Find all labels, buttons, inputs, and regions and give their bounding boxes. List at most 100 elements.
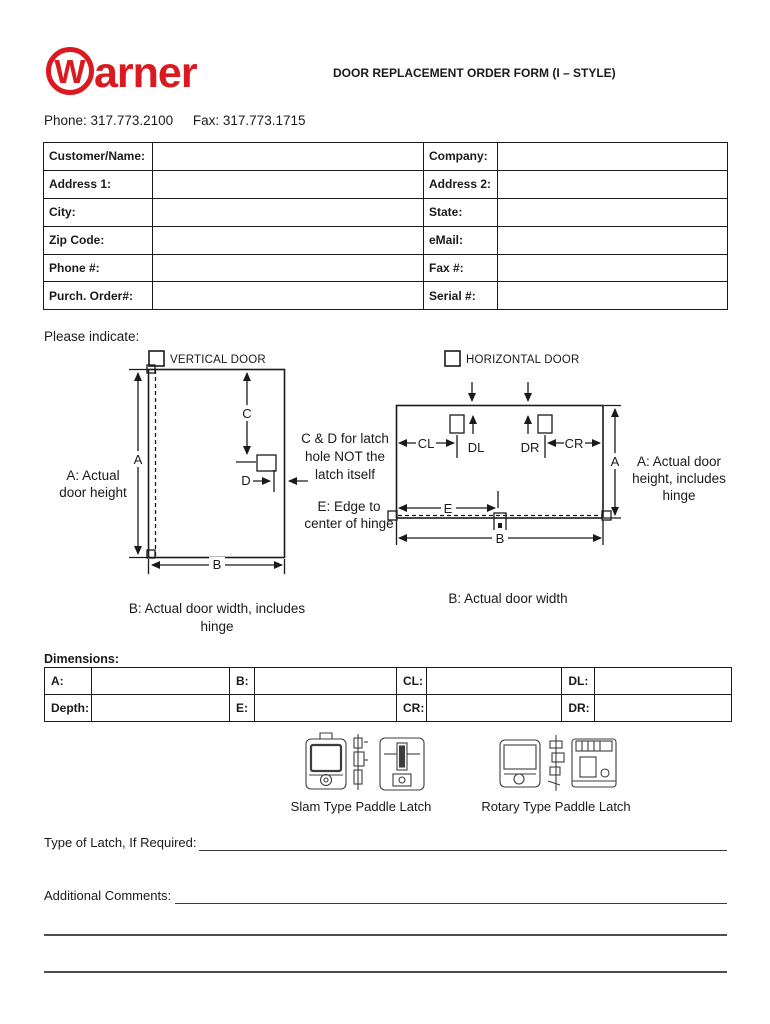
- dim-b-field[interactable]: [254, 667, 397, 695]
- dim-e-field[interactable]: [254, 694, 397, 722]
- state-field[interactable]: [497, 197, 728, 227]
- address2-label: Address 2:: [423, 169, 498, 199]
- vertical-door-diagram: VERTICAL DOOR A C: [59, 350, 394, 634]
- e-letter: E: [444, 501, 453, 516]
- phone-label: Phone #:: [43, 253, 153, 283]
- customer-name-field[interactable]: [152, 142, 424, 171]
- logo-wordmark: arner: [94, 49, 198, 97]
- dim-dr-field[interactable]: [594, 694, 733, 722]
- slam-latch-caption: Slam Type Paddle Latch: [290, 799, 432, 814]
- city-label: City:: [43, 197, 153, 227]
- additional-comments-input-line[interactable]: [175, 888, 727, 904]
- horizontal-door-checkbox-label: HORIZONTAL DOOR: [466, 354, 580, 366]
- horizontal-left-latch-hole: [449, 414, 465, 434]
- horizontal-a-dimension-arrow: A: [604, 404, 622, 519]
- company-field[interactable]: [497, 142, 728, 171]
- horizontal-door-checkbox[interactable]: [444, 350, 461, 367]
- cl-letter: CL: [418, 436, 435, 451]
- vertical-bottom-hinge: [146, 549, 156, 559]
- rotary-latch-caption: Rotary Type Paddle Latch: [481, 799, 631, 814]
- cr-letter: CR: [565, 436, 584, 451]
- door-diagrams: VERTICAL DOOR A C: [59, 350, 726, 634]
- dim-cl-label: CL:: [395, 667, 428, 695]
- cr-dimension-arrow: CR: [544, 435, 601, 458]
- table-row: Purch. Order#: Serial #:: [43, 281, 728, 311]
- vertical-a-caption-line1: A: Actual: [66, 468, 119, 483]
- email-field[interactable]: [497, 225, 728, 255]
- e-note-line1: E: Edge to: [317, 499, 380, 514]
- dl-letter: DL: [468, 440, 485, 455]
- vertical-a-dimension-arrow: A: [129, 368, 148, 559]
- vertical-b-caption-line2: hinge: [200, 619, 233, 634]
- dim-dr-label: DR:: [561, 694, 596, 722]
- vertical-door-checkbox[interactable]: [148, 350, 165, 367]
- horizontal-door-outline: [395, 404, 604, 519]
- horizontal-center-hinge-pin: [498, 523, 502, 528]
- phone-number: Phone: 317.773.2100: [44, 113, 174, 128]
- dr-letter: DR: [521, 440, 540, 455]
- dim-a-field[interactable]: [91, 667, 230, 695]
- cd-note-line3: latch itself: [315, 467, 375, 482]
- table-row: City: State:: [43, 197, 728, 227]
- purchase-order-field[interactable]: [152, 281, 424, 311]
- table-row: Customer/Name: Company:: [43, 142, 728, 171]
- fax-field[interactable]: [497, 253, 728, 283]
- dim-cr-field[interactable]: [426, 694, 563, 722]
- phone-field[interactable]: [152, 253, 424, 283]
- slam-latch-drawing: [305, 732, 425, 791]
- e-note-line2: center of hinge: [304, 516, 393, 531]
- form-title: DOOR REPLACEMENT ORDER FORM (I – STYLE): [333, 66, 616, 80]
- city-field[interactable]: [152, 197, 424, 227]
- address1-field[interactable]: [152, 169, 424, 199]
- dim-cl-field[interactable]: [426, 667, 563, 695]
- logo-w-letter: W: [54, 53, 86, 90]
- e-dimension-arrow: E: [398, 491, 499, 516]
- vertical-b-letter: B: [213, 557, 222, 572]
- cd-note-line2: hole NOT the: [305, 449, 385, 464]
- vertical-b-caption-line1: B: Actual door width, includes: [129, 601, 306, 616]
- customer-info-table: Customer/Name: Company: Address 1: Addre…: [43, 142, 728, 311]
- state-label: State:: [423, 197, 498, 227]
- customer-name-label: Customer/Name:: [43, 142, 153, 171]
- vertical-b-dimension-arrow: B: [147, 557, 286, 574]
- type-of-latch-input-line[interactable]: [199, 835, 727, 851]
- dim-dl-field[interactable]: [594, 667, 733, 695]
- company-label: Company:: [423, 142, 498, 171]
- email-label: eMail:: [423, 225, 498, 255]
- comments-extra-line-2[interactable]: [44, 971, 727, 975]
- dim-dl-label: DL:: [561, 667, 596, 695]
- dim-depth-field[interactable]: [91, 694, 230, 722]
- address2-field[interactable]: [497, 169, 728, 199]
- comments-extra-line-1[interactable]: [44, 934, 727, 938]
- table-row: A: B: CL: DL:: [44, 667, 733, 695]
- horizontal-door-diagram: HORIZONTAL DOOR DL DR CL CR: [387, 350, 726, 606]
- horizontal-b-letter: B: [496, 531, 505, 546]
- dim-a-label: A:: [44, 667, 92, 695]
- horizontal-b-caption: B: Actual door width: [448, 591, 567, 606]
- dim-depth-label: Depth:: [44, 694, 92, 722]
- horizontal-a-caption-line3: hinge: [662, 488, 695, 503]
- serial-label: Serial #:: [423, 281, 498, 311]
- type-of-latch-label: Type of Latch, If Required:: [44, 835, 197, 850]
- dim-b-label: B:: [229, 667, 255, 695]
- serial-field[interactable]: [497, 281, 728, 311]
- horizontal-left-hinge: [387, 510, 398, 521]
- vertical-a-letter: A: [134, 452, 143, 467]
- horizontal-right-latch-hole: [537, 414, 553, 434]
- fax-number: Fax: 317.773.1715: [192, 113, 306, 128]
- warner-logo: W arner: [46, 46, 198, 97]
- contact-line: Phone: 317.773.2100 Fax: 317.773.1715: [44, 113, 305, 128]
- dim-cr-label: CR:: [395, 694, 428, 722]
- vertical-d-letter: D: [241, 473, 250, 488]
- horizontal-a-caption-line1: A: Actual door: [637, 454, 722, 469]
- horizontal-b-dimension-arrow: B: [395, 520, 604, 546]
- zip-field[interactable]: [152, 225, 424, 255]
- vertical-door-outline: [147, 368, 286, 559]
- vertical-latch-hole: [256, 454, 277, 472]
- horizontal-a-letter: A: [611, 454, 620, 469]
- dimensions-heading: Dimensions:: [44, 652, 120, 666]
- rotary-latch-drawing: [499, 735, 617, 791]
- table-row: Zip Code: eMail:: [43, 225, 728, 255]
- vertical-c-letter: C: [242, 406, 251, 421]
